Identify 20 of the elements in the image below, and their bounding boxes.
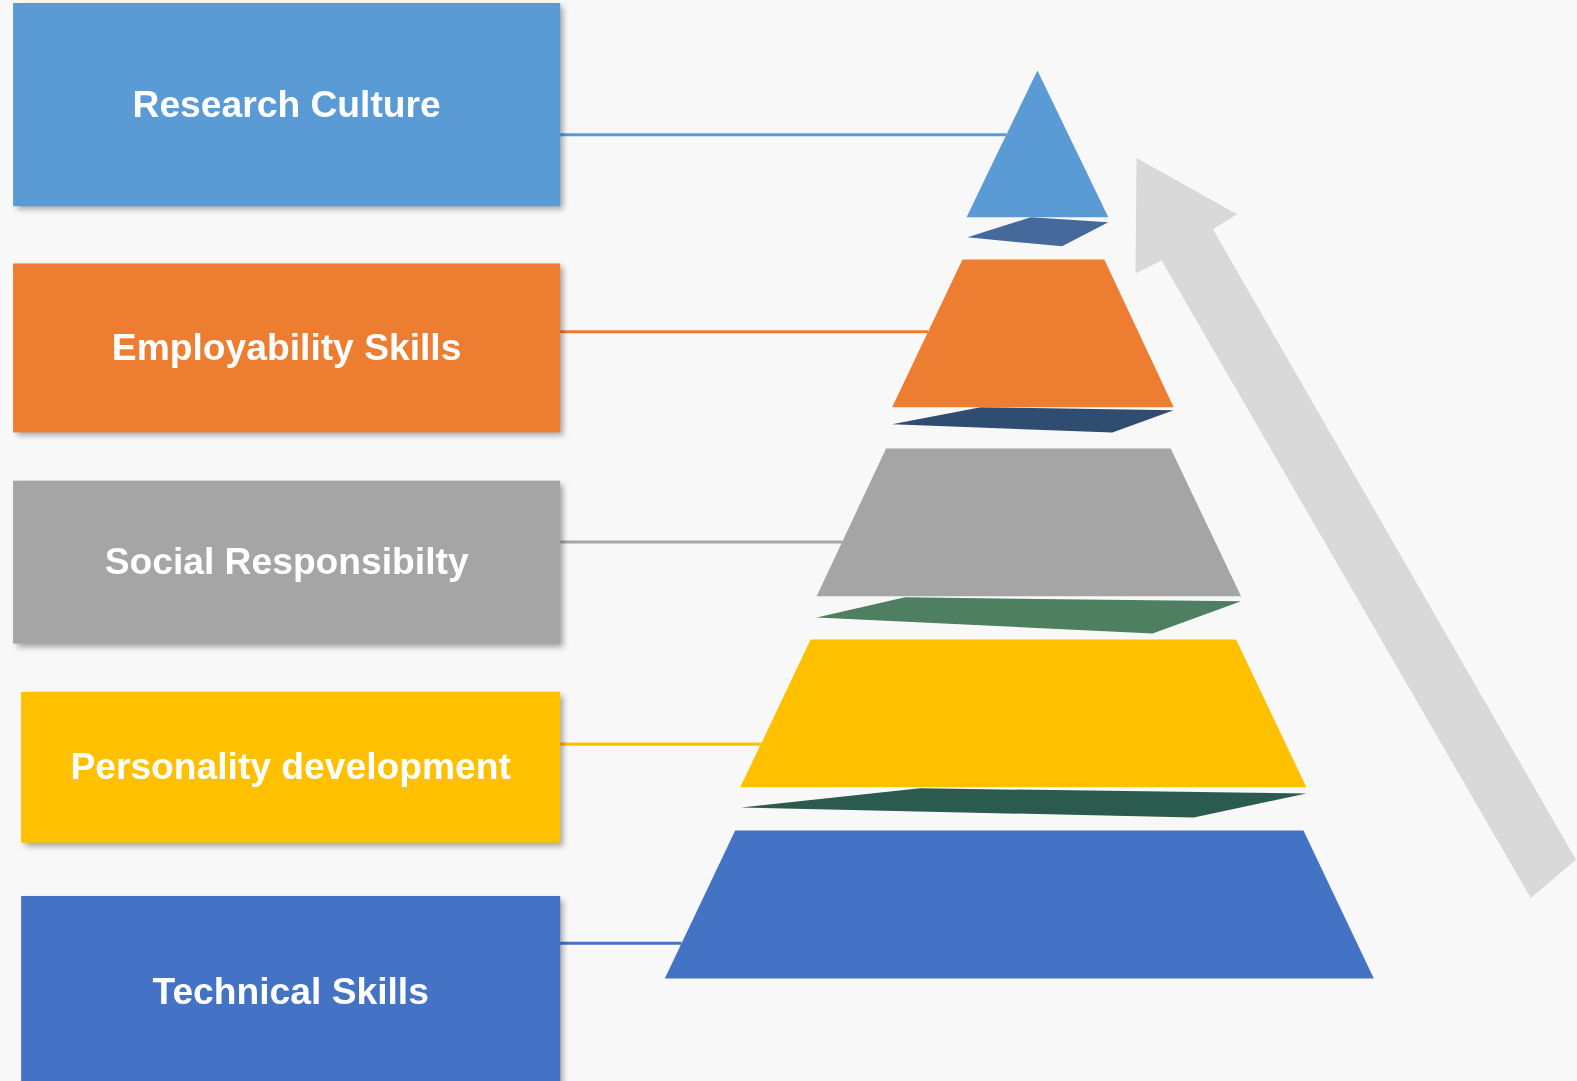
- connector-line: [560, 540, 843, 544]
- category-label: Personality development: [70, 746, 511, 789]
- pyramid-layer: [816, 448, 1242, 597]
- category-box: [13, 480, 561, 644]
- category-label: Employability Skills: [111, 326, 462, 370]
- pyramid-layer: [892, 259, 1174, 408]
- pyramid-layer: [664, 830, 1374, 979]
- category-box: [21, 691, 561, 843]
- category-box: [13, 3, 561, 207]
- connector-line: [560, 742, 761, 746]
- pyramid-layer: [740, 639, 1307, 788]
- connector-line: [560, 133, 1007, 137]
- category-box: [21, 895, 561, 1081]
- category-box: [13, 263, 561, 433]
- connector-line: [560, 941, 682, 945]
- category-label: Research Culture: [132, 83, 441, 126]
- pyramid-top: [966, 70, 1109, 218]
- category-label: Technical Skills: [152, 970, 429, 1013]
- category-label: Social Responsibilty: [104, 541, 469, 584]
- connector-line: [560, 330, 928, 334]
